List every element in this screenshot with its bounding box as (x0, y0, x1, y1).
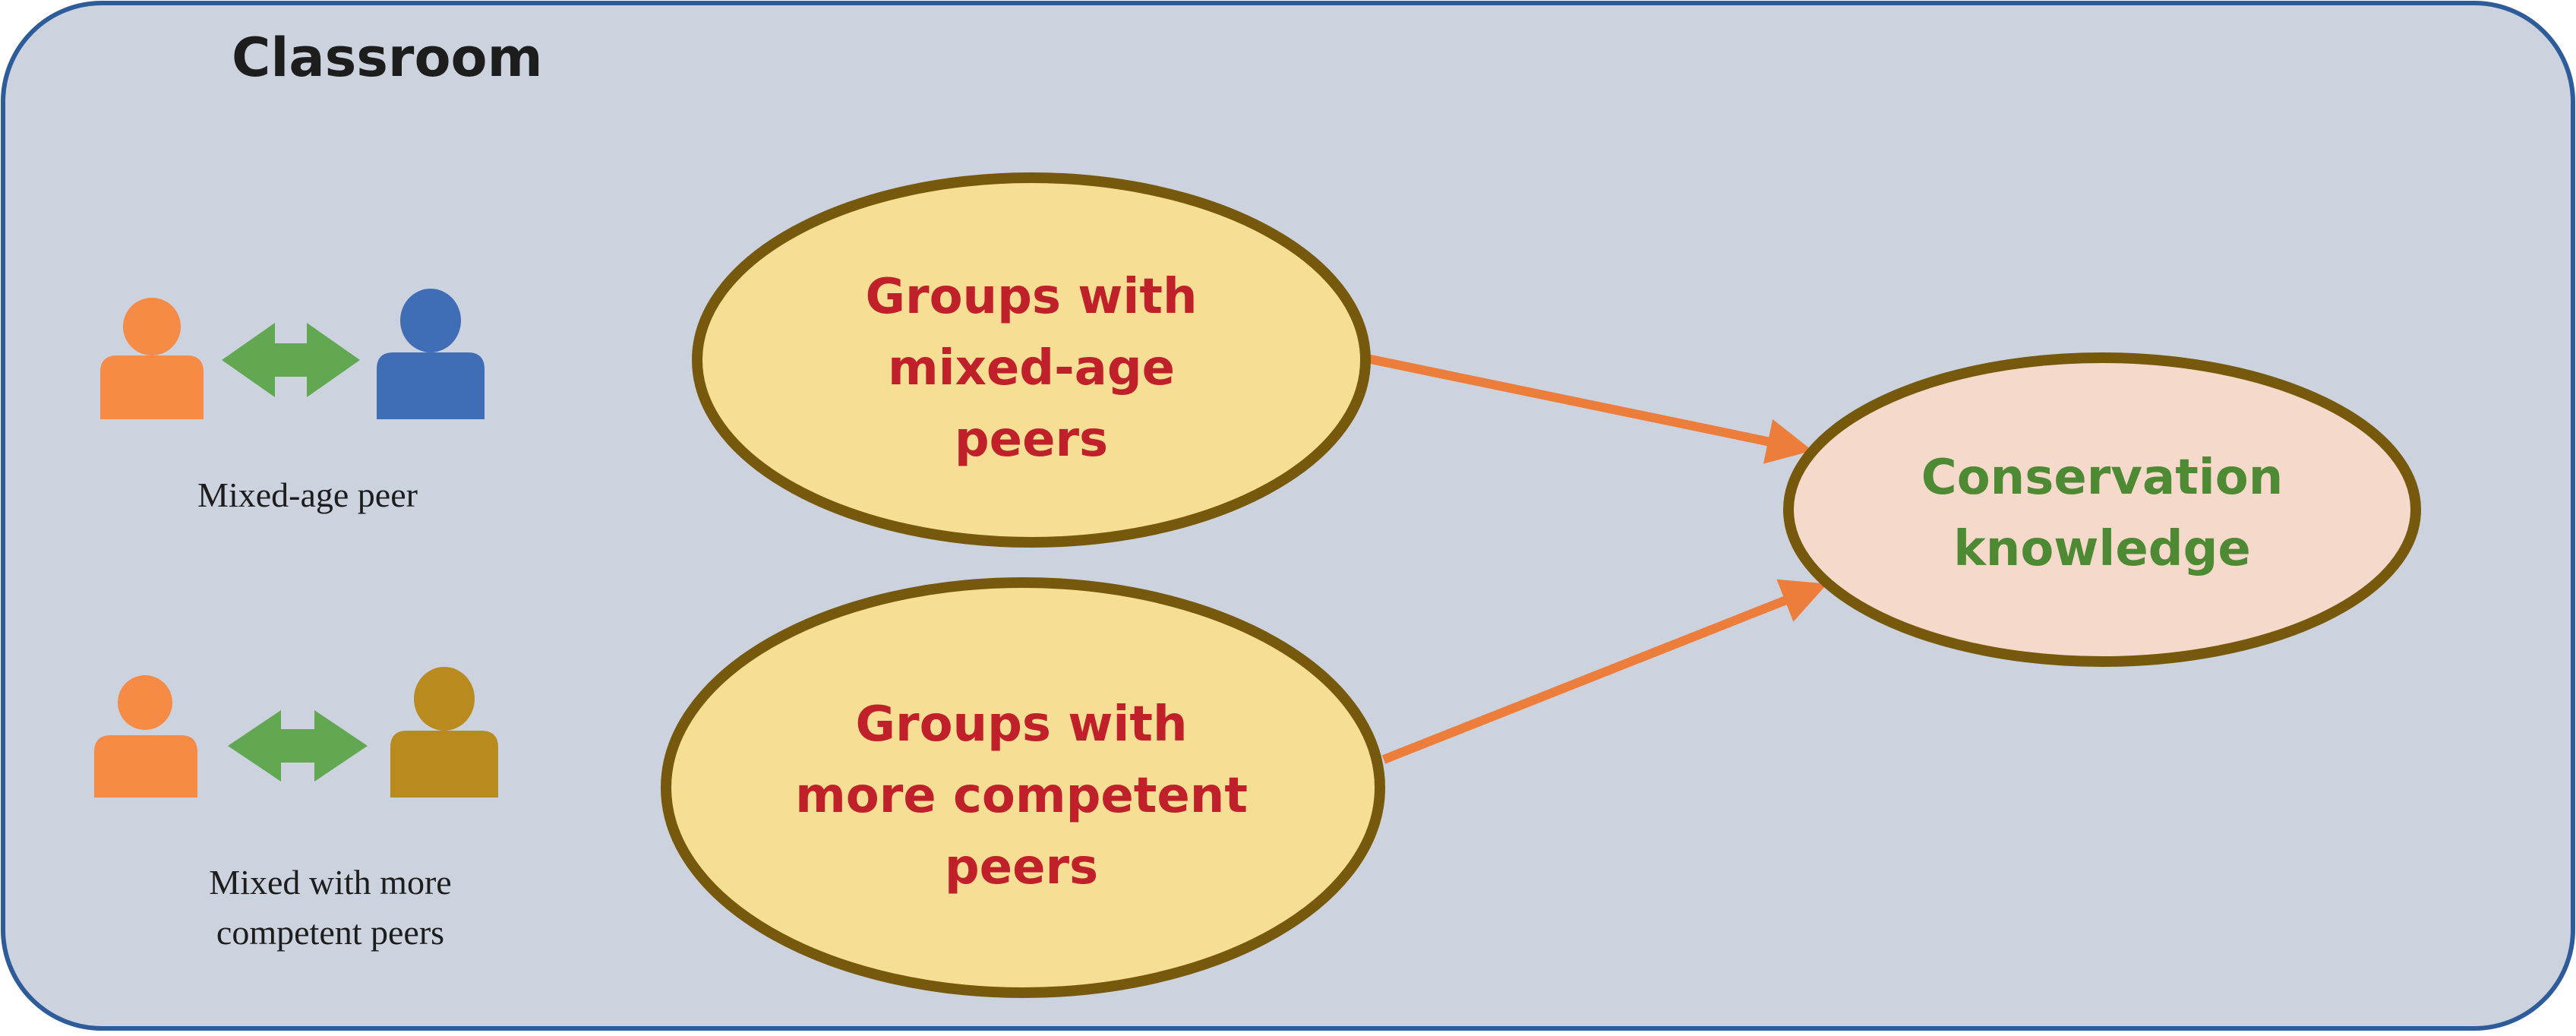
node-competent-groups-line2: more competent (795, 768, 1248, 824)
person-orange-icon (94, 675, 197, 798)
node-mixed-age-groups: Groups with mixed-age peers (692, 172, 1371, 548)
legend-competent-label-line1: Mixed with more (209, 863, 451, 902)
legend-mixed-age: Mixed-age peer (100, 289, 485, 514)
legend-competent: Mixed with more competent peers (94, 667, 498, 952)
node-competent-groups: Groups with more competent peers (661, 577, 1385, 998)
node-outcome: Conservation knowledge (1783, 352, 2421, 667)
classroom-title: Classroom (232, 27, 543, 89)
node-competent-groups-shape (661, 577, 1385, 998)
double-arrow-icon (222, 323, 360, 397)
node-outcome-shape (1783, 352, 2421, 667)
node-mixed-age-groups-line1: Groups with (865, 269, 1197, 325)
person-gold-icon (390, 667, 498, 798)
node-mixed-age-groups-shape (692, 172, 1371, 548)
node-mixed-age-groups-line2: mixed-age (888, 340, 1175, 396)
double-arrow-icon (228, 710, 368, 782)
edge-competent-to-outcome (1381, 579, 1828, 764)
node-outcome-line1: Conservation (1921, 450, 2284, 506)
legend-mixed-age-label: Mixed-age peer (197, 475, 418, 514)
person-orange-icon (100, 298, 204, 419)
node-mixed-age-groups-line3: peers (955, 412, 1108, 468)
legend-competent-label-line2: competent peers (216, 913, 444, 952)
edge-mixed-age-to-outcome (1365, 354, 1813, 464)
edges (1365, 354, 1828, 764)
node-competent-groups-line3: peers (945, 839, 1098, 895)
node-competent-groups-line1: Groups with (855, 696, 1187, 753)
node-outcome-line2: knowledge (1953, 521, 2251, 577)
person-blue-icon (377, 289, 485, 419)
